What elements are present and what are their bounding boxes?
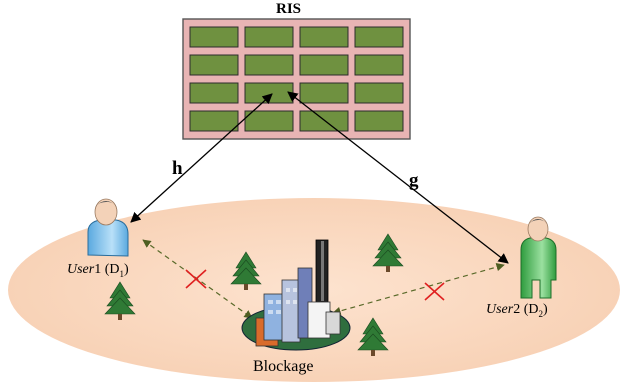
ris-element: [189, 110, 239, 132]
tree-icon: [230, 251, 262, 290]
channel-g-link: [287, 91, 509, 264]
ris-element-grid: [189, 26, 404, 132]
blockage-label: Blockage: [253, 358, 314, 375]
user2-device-sub: 2: [538, 308, 544, 319]
ris-element: [299, 26, 349, 48]
tree-icon: [372, 233, 404, 272]
ris-element: [299, 54, 349, 76]
channel-h-link: [130, 93, 273, 223]
channel-h-label: h: [172, 158, 183, 179]
tree-group: [104, 233, 404, 356]
ris-element: [299, 110, 349, 132]
user1-device: (D: [104, 262, 120, 277]
blocked-link-user2: [332, 262, 505, 316]
ris-element: [189, 54, 239, 76]
user1-device-sub: 1: [119, 268, 125, 279]
ris-element: [299, 82, 349, 104]
ris-element: [354, 54, 404, 76]
user2-person-icon: [520, 216, 557, 299]
ris-element: [354, 82, 404, 104]
ris-panel: [182, 18, 411, 140]
blocked-link-user1: [142, 239, 253, 319]
user2-device-close: ): [543, 302, 548, 317]
channel-g-label: g: [409, 170, 419, 191]
tree-icon: [104, 281, 136, 320]
ris-element: [189, 26, 239, 48]
ris-element: [244, 54, 294, 76]
user1-label: User1 (D1): [67, 262, 129, 279]
blocked-cross-icon: [185, 269, 207, 289]
user1-index: 1: [94, 262, 102, 277]
user2-name: User: [486, 302, 514, 317]
user1-name: User: [67, 262, 95, 277]
user1-device-close: ): [124, 262, 129, 277]
ris-element: [354, 26, 404, 48]
ris-element: [244, 110, 294, 132]
user2-label: User2 (D2): [486, 302, 548, 319]
ris-element: [244, 82, 294, 104]
ris-title: RIS: [276, 1, 302, 17]
ris-element: [244, 26, 294, 48]
ris-element: [354, 110, 404, 132]
tree-icon: [357, 317, 389, 356]
blocked-cross-icon: [424, 282, 445, 301]
user1-person-icon: [87, 198, 129, 257]
user2-index: 2: [513, 302, 521, 317]
ris-element: [189, 82, 239, 104]
blockage-buildings-icon: [241, 239, 351, 351]
user2-device: (D: [523, 302, 539, 317]
